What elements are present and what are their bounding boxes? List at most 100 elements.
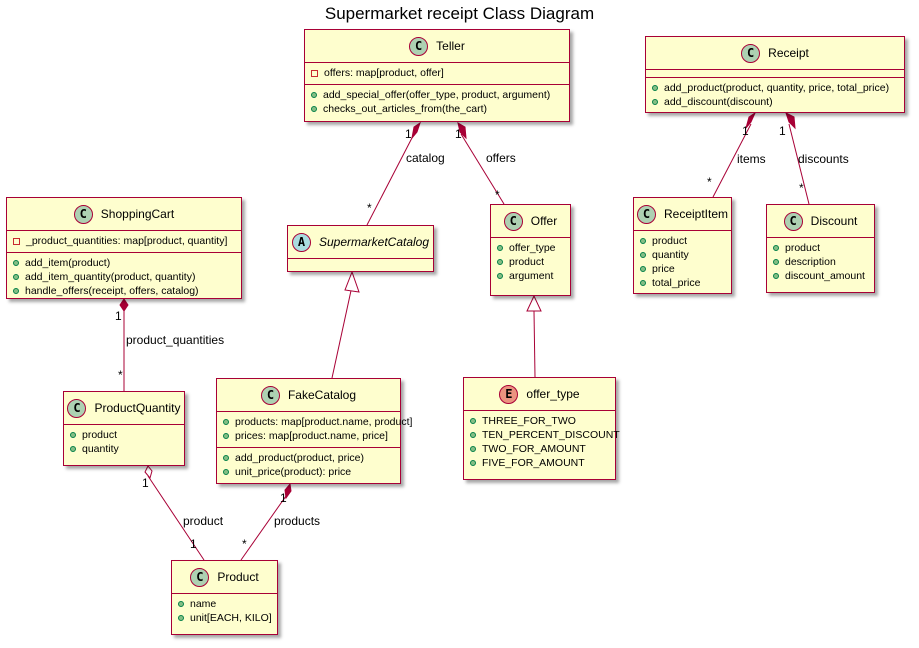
- composition-diamond-cart-quantity: [119, 298, 129, 312]
- abstract-badge-icon: A: [291, 232, 311, 252]
- multiplicity-receipt-discounts-to: *: [799, 181, 804, 195]
- private-field-icon: [311, 69, 318, 77]
- method: add_special_offer(offer_type, product, a…: [323, 89, 551, 101]
- field: prices: map[product.name, price]: [235, 430, 388, 442]
- role-label-product-quantities: product_quantities: [126, 333, 225, 347]
- class-shopping-cart-methods: add_item(product) add_item_quantity(prod…: [7, 252, 241, 302]
- class-discount: C Discount product description discount_…: [766, 204, 875, 293]
- public-field-icon: [497, 259, 503, 265]
- class-receipt-methods: add_product(product, quantity, price, to…: [646, 77, 904, 113]
- field: product: [82, 429, 118, 441]
- class-product-header: C Product: [172, 561, 277, 593]
- method: handle_offers(receipt, offers, catalog): [25, 285, 199, 297]
- field: name: [190, 598, 217, 610]
- field: total_price: [652, 277, 701, 289]
- public-method-icon: [652, 85, 658, 91]
- class-teller-header: C Teller: [305, 30, 569, 62]
- class-badge-icon: C: [409, 36, 429, 56]
- method: add_item_quantity(product, quantity): [25, 271, 196, 283]
- public-field-icon: [640, 266, 646, 272]
- edge-quantity-product: [147, 475, 205, 561]
- class-supermarket-catalog: A SupermarketCatalog: [287, 225, 434, 272]
- class-product-quantity: C ProductQuantity product quantity: [63, 391, 185, 466]
- edge-fakecatalog-product: [240, 495, 287, 561]
- public-field-icon: [640, 238, 646, 244]
- composition-diamond-teller-catalog: [411, 121, 421, 140]
- role-label-catalog: catalog: [406, 151, 445, 165]
- field: offer_type: [509, 242, 556, 254]
- method: add_product(product, price): [235, 452, 364, 464]
- multiplicity-teller-catalog-to: *: [367, 201, 372, 215]
- public-method-icon: [311, 106, 317, 112]
- public-method-icon: [13, 260, 19, 266]
- class-product-name: Product: [217, 570, 259, 584]
- multiplicity-teller-offers-from: 1: [455, 127, 462, 141]
- public-field-icon: [223, 419, 229, 425]
- public-field-icon: [640, 252, 646, 258]
- aggregation-diamond-quantity-product: [144, 465, 153, 480]
- method: add_item(product): [25, 257, 111, 269]
- enum-value: FIVE_FOR_AMOUNT: [482, 457, 585, 469]
- role-label-offers: offers: [486, 151, 516, 165]
- edge-offertype-offer: [533, 310, 536, 378]
- class-badge-icon: C: [260, 385, 280, 405]
- class-fake-catalog-methods: add_product(product, price) unit_price(p…: [217, 447, 400, 483]
- diagram-title: Supermarket receipt Class Diagram: [324, 4, 595, 23]
- public-method-icon: [652, 99, 658, 105]
- edge-teller-offer: [460, 133, 505, 205]
- enum-offer-type-header: E offer_type: [464, 378, 615, 410]
- class-teller-methods: add_special_offer(offer_type, product, a…: [305, 84, 569, 120]
- multiplicity-receipt-items-to: *: [707, 175, 712, 189]
- field: quantity: [82, 443, 119, 455]
- role-label-product: product: [183, 514, 224, 528]
- field: discount_amount: [785, 270, 865, 282]
- enum-offer-type-name: offer_type: [526, 387, 580, 401]
- class-badge-icon: C: [190, 567, 210, 587]
- class-fake-catalog-header: C FakeCatalog: [217, 379, 400, 411]
- public-field-icon: [70, 446, 76, 452]
- class-badge-icon: C: [741, 43, 761, 63]
- public-field-icon: [70, 432, 76, 438]
- public-method-icon: [13, 274, 19, 280]
- method: checks_out_articles_from(the_cart): [323, 103, 487, 115]
- class-discount-fields: product description discount_amount: [767, 237, 874, 287]
- edge-teller-catalog: [366, 133, 415, 226]
- class-supermarket-catalog-name: SupermarketCatalog: [318, 235, 430, 249]
- public-field-icon: [470, 446, 476, 452]
- enum-badge-icon: E: [499, 384, 519, 404]
- class-discount-header: C Discount: [767, 205, 874, 237]
- inheritance-arrow-supermarketcatalog: [344, 270, 360, 293]
- edge-receipt-discount: [788, 123, 810, 205]
- method: add_discount(discount): [664, 96, 773, 108]
- multiplicity-receipt-discounts-from: 1: [779, 124, 786, 138]
- class-receipt-header: C Receipt: [646, 37, 904, 69]
- multiplicity-teller-offers-to: *: [495, 188, 500, 202]
- multiplicity-cart-quantities-to: *: [118, 368, 123, 382]
- public-field-icon: [178, 615, 184, 621]
- class-receipt-item: C ReceiptItem product quantity price tot…: [633, 197, 732, 294]
- class-receipt-item-name: ReceiptItem: [663, 207, 729, 221]
- enum-value: TWO_FOR_AMOUNT: [482, 443, 586, 455]
- public-field-icon: [773, 245, 779, 251]
- class-badge-icon: C: [67, 398, 87, 418]
- edge-receipt-receiptitem: [712, 123, 752, 198]
- public-field-icon: [773, 273, 779, 279]
- class-product-quantity-header: C ProductQuantity: [64, 392, 184, 424]
- multiplicity-quantity-product-from: 1: [142, 476, 149, 490]
- public-field-icon: [497, 273, 503, 279]
- field: product: [785, 242, 821, 254]
- composition-diamond-receipt-discounts: [785, 112, 796, 130]
- public-field-icon: [470, 460, 476, 466]
- public-method-icon: [13, 288, 19, 294]
- enum-offer-type: E offer_type THREE_FOR_TWO TEN_PERCENT_D…: [463, 377, 620, 480]
- composition-diamond-teller-offer: [457, 122, 467, 140]
- field: products: map[product.name, product]: [235, 416, 413, 428]
- method: add_product(product, quantity, price, to…: [664, 82, 890, 94]
- method: unit_price(product): price: [235, 466, 352, 478]
- field: price: [652, 263, 675, 275]
- composition-diamond-receipt-items: [745, 111, 757, 129]
- class-offer-fields: offer_type product argument: [491, 237, 570, 287]
- edge-fakecatalog-supermarketcatalog: [331, 285, 353, 379]
- public-field-icon: [640, 280, 646, 286]
